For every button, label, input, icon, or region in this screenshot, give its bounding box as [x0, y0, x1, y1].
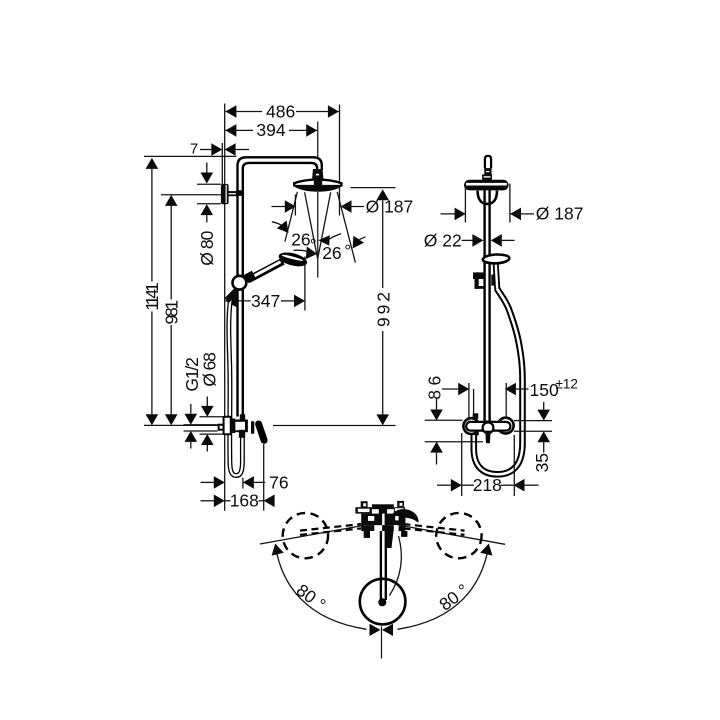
svg-text:486: 486: [266, 101, 295, 121]
svg-text:394: 394: [256, 120, 285, 140]
svg-text:±12: ±12: [556, 377, 578, 392]
svg-text:1141: 1141: [142, 282, 162, 311]
svg-text:76: 76: [269, 472, 288, 492]
svg-text:981: 981: [162, 300, 182, 325]
svg-text:Ø 80: Ø 80: [197, 230, 217, 265]
svg-text:Ø 22: Ø 22: [424, 230, 462, 250]
svg-text:°: °: [310, 235, 317, 255]
svg-text:Ø 187: Ø 187: [536, 204, 584, 224]
svg-text:Ø 187: Ø 187: [366, 197, 414, 217]
svg-text:°: °: [344, 241, 351, 261]
svg-text:992: 992: [373, 292, 393, 327]
svg-text:Ø 68: Ø 68: [200, 352, 220, 387]
svg-text:G1/2: G1/2: [182, 357, 202, 392]
svg-text:35: 35: [532, 453, 552, 472]
svg-text:150: 150: [530, 380, 559, 400]
svg-text:26: 26: [291, 230, 310, 250]
svg-text:26: 26: [322, 243, 341, 263]
svg-text:7: 7: [190, 141, 198, 158]
svg-text:168: 168: [230, 491, 259, 511]
svg-text:218: 218: [473, 475, 502, 495]
svg-text:347: 347: [251, 291, 280, 311]
